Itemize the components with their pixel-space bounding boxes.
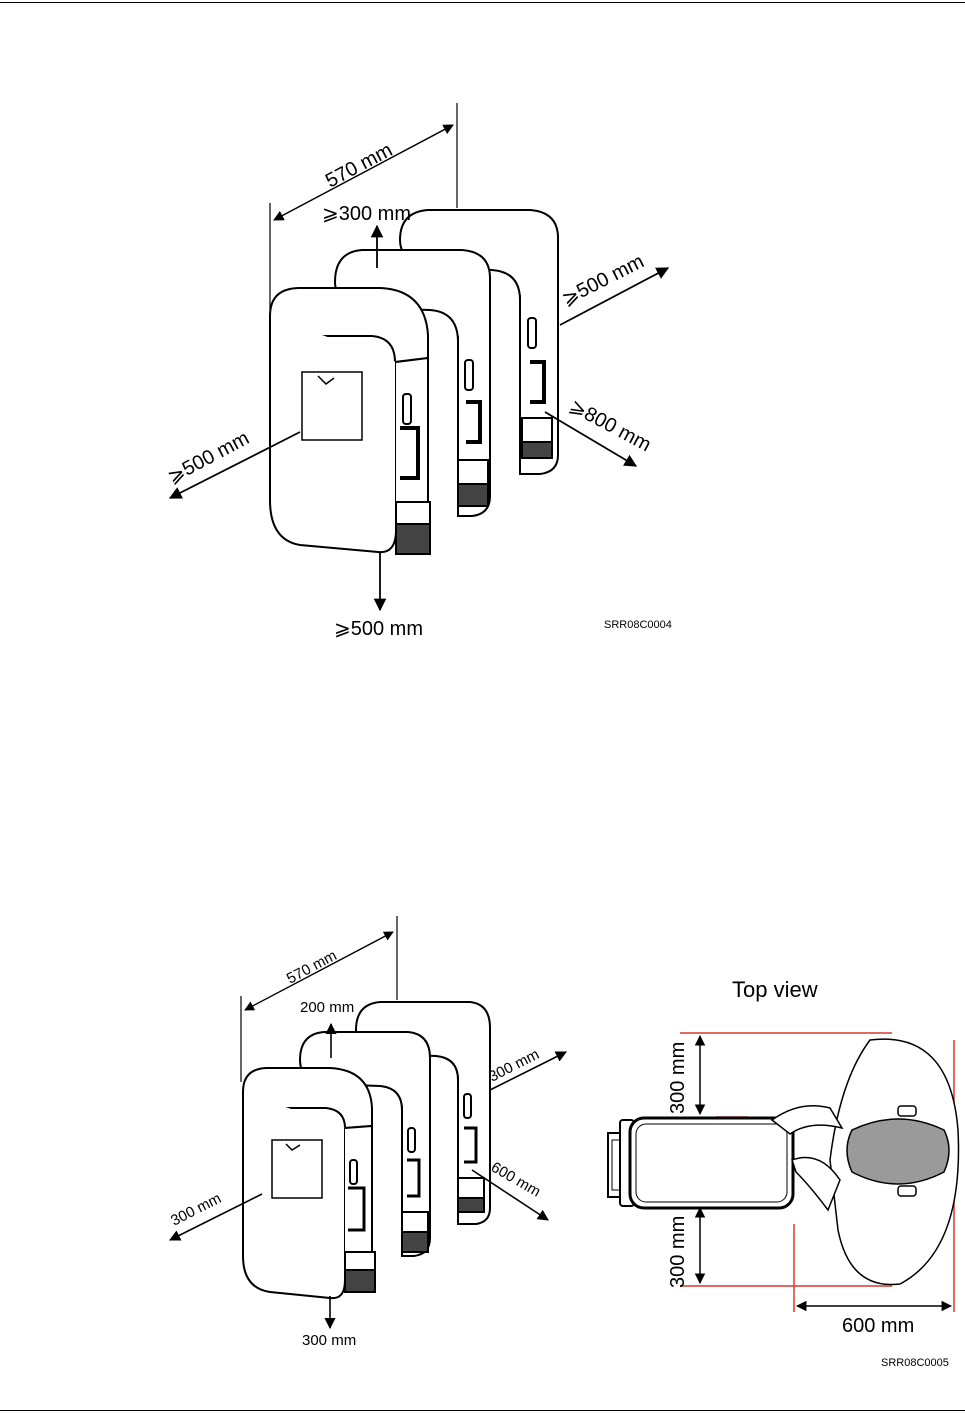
figure-1: 570 mm ⩾300 mm ⩾500 mm ⩾800 mm ⩾500 mm ⩾… xyxy=(164,103,672,640)
bottom-clearance-label: ⩾500 mm xyxy=(334,618,423,640)
front-clearance-label: ⩾800 mm xyxy=(566,395,655,456)
figure-code: SRR08C0005 xyxy=(881,1357,949,1369)
front-dim-label: 600 mm xyxy=(842,1315,914,1337)
person-top-view xyxy=(772,1039,959,1284)
width-label: 570 mm xyxy=(322,139,396,192)
bottom-clearance-label: 300 mm xyxy=(302,1332,356,1349)
cabinet-front xyxy=(243,1068,375,1298)
top-clearance-label: ⩾300 mm xyxy=(322,203,411,225)
top-clearance-label: 200 mm xyxy=(300,999,354,1016)
lower-dim-label: 300 mm xyxy=(667,1216,689,1288)
cabinet-top-outline xyxy=(608,1118,793,1208)
top-view-title: Top view xyxy=(732,977,818,1002)
left-clearance-label: 300 mm xyxy=(168,1190,224,1230)
right-clearance-label: 300 mm xyxy=(486,1046,542,1086)
upper-dim-label: 300 mm xyxy=(667,1042,689,1114)
front-clearance-label: 600 mm xyxy=(488,1159,543,1201)
cabinet-front xyxy=(270,288,430,554)
figure-code: SRR08C0004 xyxy=(604,619,672,631)
width-label: 570 mm xyxy=(284,947,340,987)
top-view: Top view 300 mm xyxy=(608,977,959,1337)
